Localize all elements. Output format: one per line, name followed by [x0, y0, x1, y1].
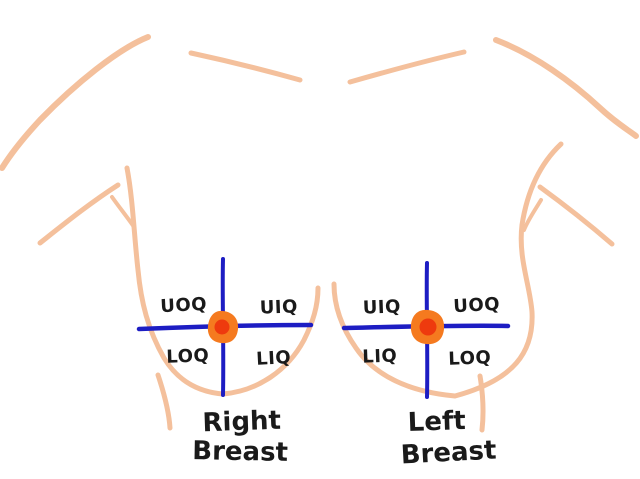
- left-breast-caption-line2: Breast: [400, 436, 497, 471]
- left-underbreast-line: [477, 373, 486, 433]
- right-armpit-fold: [522, 198, 543, 232]
- nipples-inner: [214, 318, 437, 336]
- right-shoulder-line: [493, 37, 639, 139]
- right-breast-liq-label: LIQ: [256, 347, 292, 370]
- right-armpit-arm-line: [537, 184, 615, 247]
- right-breast-loq-label: LOQ: [166, 345, 210, 367]
- right-underbreast-line: [155, 372, 173, 431]
- left-breast-uoq-label: UOQ: [453, 294, 501, 317]
- labels: UOQ UIQ LOQ LIQ UIQ UOQ LIQ LOQ Right Br…: [160, 294, 501, 471]
- right-breast-uoq-label: UOQ: [160, 294, 208, 317]
- left-nipple-inner: [419, 318, 437, 336]
- left-breast-uiq-label: UIQ: [362, 296, 401, 318]
- right-breast-outline: [124, 165, 321, 397]
- left-clavicle-line: [188, 50, 303, 83]
- right-breast-caption-line2: Breast: [192, 436, 288, 468]
- right-nipple-inner: [214, 319, 230, 335]
- left-breast-caption-line1: Left: [407, 406, 466, 438]
- left-armpit-arm-line: [37, 182, 121, 246]
- right-breast-caption-line1: Right: [202, 406, 281, 439]
- left-breast-loq-label: LOQ: [448, 347, 492, 369]
- left-shoulder-line: [0, 34, 151, 171]
- right-breast-uiq-label: UIQ: [259, 296, 298, 318]
- right-clavicle-line: [347, 49, 467, 85]
- left-breast-liq-label: LIQ: [362, 345, 398, 367]
- torso-outline: [0, 34, 639, 433]
- left-breast-outline: [331, 141, 564, 399]
